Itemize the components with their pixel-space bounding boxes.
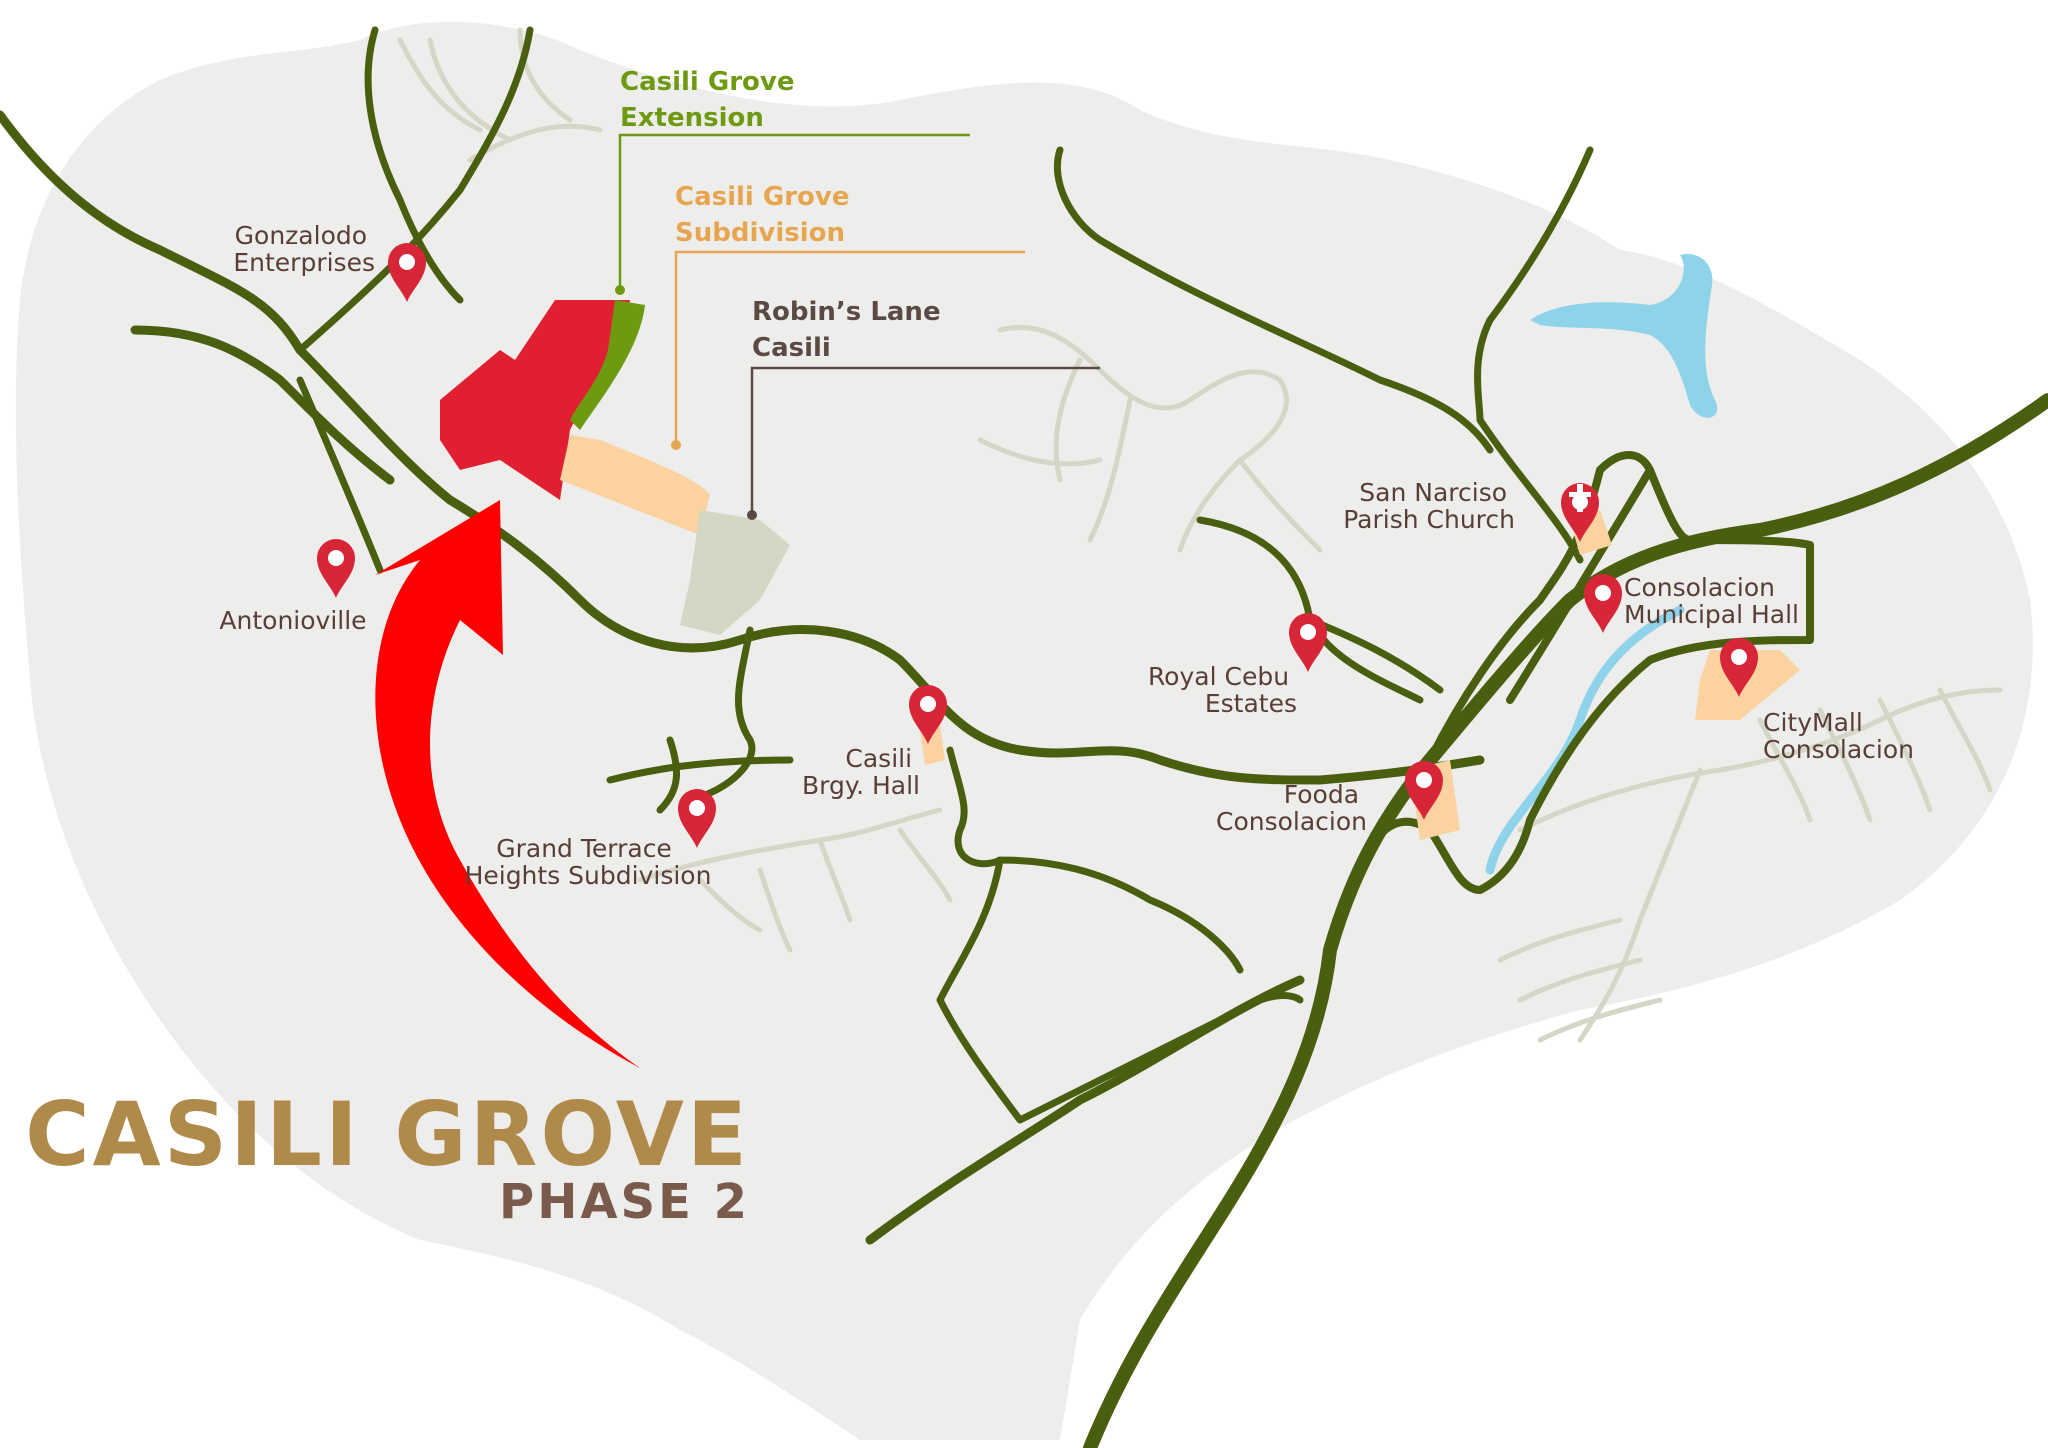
svg-text:Consolacion Municipal Ha: Consolacion Municipal Hall	[1624, 573, 1799, 629]
callout-extension-line2: Extension	[620, 103, 764, 133]
casili-grove-subdivision-parcel	[560, 435, 710, 535]
svg-text:San Narciso Parish Churc: San Narciso Parish Church	[1343, 478, 1515, 534]
casili-hall-label-line1: Casili	[845, 744, 912, 773]
casili-hall-label-line2: Brgy. Hall	[802, 771, 920, 800]
callout-robins-line2: Casili	[752, 333, 831, 363]
svg-text:Fooda Consolacion: Fooda Consolacion	[1216, 780, 1367, 836]
map-title: CASILI GROVE	[25, 1083, 750, 1186]
svg-text:Royal Cebu Estates: Royal Cebu Estates	[1148, 662, 1297, 718]
san-narciso-label-line2: Parish Church	[1343, 505, 1515, 534]
casili-grove-phase2-parcel	[440, 300, 630, 500]
svg-text:Casili Grove Extension: Casili Grove Extension	[620, 67, 804, 133]
svg-text:Gonzalodo Enterprises: Gonzalodo Enterprises	[233, 221, 375, 277]
lake	[1530, 254, 1718, 418]
minor-roads	[397, 27, 2003, 1043]
callout-subdivision-line1: Casili Grove	[675, 182, 850, 212]
svg-text:Grand Terrace Heights Su: Grand Terrace Heights Subdivision	[465, 834, 712, 890]
callout-leaders	[615, 133, 1100, 520]
river	[1485, 605, 1685, 875]
church-cross-pin-icon[interactable]	[1561, 483, 1599, 542]
municipal-hall-label-line2: Municipal Hall	[1624, 600, 1799, 629]
municipal-hall-label-line1: Consolacion	[1624, 573, 1775, 602]
svg-text:CityMall Consolacion: CityMall Consolacion	[1763, 708, 1914, 764]
antonioville-label: Antonioville	[219, 606, 366, 635]
grand-terrace-label-line2: Heights Subdivision	[465, 861, 712, 890]
map-subtitle: PHASE 2	[499, 1174, 750, 1230]
svg-text:Casili Brgy. Hall: Casili Brgy. Hall	[802, 744, 920, 800]
callout-subdivision-line2: Subdivision	[675, 218, 845, 248]
royal-cebu-label-line2: Estates	[1205, 689, 1297, 718]
svg-text:Robin’s Lane Casili: Robin’s Lane Casili	[752, 297, 950, 363]
phase2-arrow	[375, 500, 640, 1068]
svg-text:Antonioville: Antonioville	[219, 606, 366, 635]
robins-lane-parcel	[680, 510, 790, 635]
callout-extension-line1: Casili Grove	[620, 67, 795, 97]
royal-cebu-label-line1: Royal Cebu	[1148, 662, 1289, 691]
casili-grove-extension-parcel	[570, 300, 645, 430]
gonzalodo-label-line2: Enterprises	[233, 248, 375, 277]
citymall-parcel	[1695, 650, 1800, 720]
map-pins	[317, 243, 1758, 848]
citymall-label-line2: Consolacion	[1763, 735, 1914, 764]
fooda-label-line1: Fooda	[1284, 780, 1359, 809]
grand-terrace-label-line1: Grand Terrace	[496, 834, 672, 863]
san-narciso-label-line1: San Narciso	[1359, 478, 1507, 507]
citymall-label-line1: CityMall	[1763, 708, 1863, 737]
gonzalodo-label-line1: Gonzalodo	[235, 221, 367, 250]
fooda-label-line2: Consolacion	[1216, 807, 1367, 836]
place-labels: Gonzalodo Enterprises Antonioville Grand…	[219, 221, 1914, 890]
svg-text:Casili Grove Subdivision: Casili Grove Subdivision	[675, 182, 859, 248]
callout-robins-line1: Robin’s Lane	[752, 297, 941, 327]
